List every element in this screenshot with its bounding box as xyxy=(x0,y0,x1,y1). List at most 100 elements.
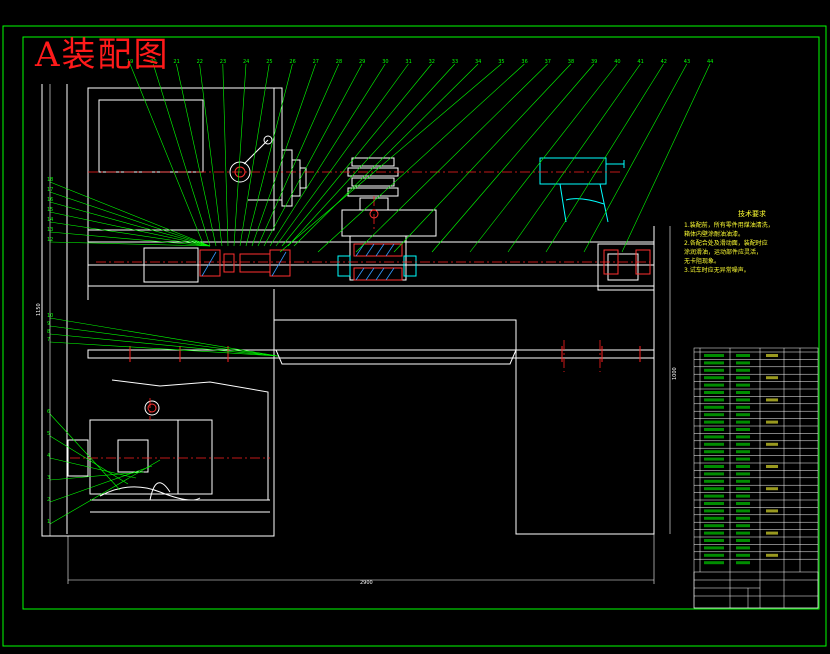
leader-line xyxy=(263,63,363,247)
dim-right-height: 1000 xyxy=(672,367,678,380)
table-cell-text xyxy=(736,405,750,409)
table-cell-text xyxy=(736,435,750,439)
leader-line xyxy=(49,317,279,357)
balloon-label: 39 xyxy=(591,59,597,65)
table-cell-text xyxy=(704,516,724,520)
table-cell-text xyxy=(704,361,724,365)
leader-line xyxy=(49,333,279,357)
table-cell-text xyxy=(704,383,724,387)
inner-frame xyxy=(22,36,820,610)
balloon-label: 22 xyxy=(197,59,203,65)
leader-line xyxy=(251,63,316,247)
leader-line xyxy=(49,231,211,247)
table-cell-text xyxy=(736,465,750,468)
leader-line xyxy=(469,63,618,253)
leader-line xyxy=(129,63,205,247)
leader-line xyxy=(507,63,641,253)
table-cell-text xyxy=(736,516,750,520)
balloon-label: 36 xyxy=(521,59,527,65)
table-cell-text xyxy=(704,553,724,557)
table-cell-text xyxy=(736,479,750,483)
table-cell-text xyxy=(766,376,778,380)
table-cell-text xyxy=(704,435,724,439)
leader-line xyxy=(275,63,409,247)
leader-line xyxy=(293,63,479,247)
dim-overall-width: 2900 xyxy=(360,580,373,586)
table-cell-text xyxy=(704,531,724,535)
balloon-label: 42 xyxy=(661,59,667,65)
table-cell-text xyxy=(704,479,724,483)
leader-line xyxy=(49,457,137,479)
table-cell-text xyxy=(704,428,724,431)
hidden-lines xyxy=(337,157,625,277)
table-cell-text xyxy=(766,420,778,424)
balloon-label: 32 xyxy=(429,59,435,65)
table-cell-text xyxy=(736,531,750,535)
dimension-lines xyxy=(49,84,671,584)
technical-notes: 技术要求 1.装配前，所有零件用煤油清洗， 箱体内壁涂耐油油漆。 2.各配合处及… xyxy=(684,210,820,275)
balloon-label: 24 xyxy=(243,59,249,65)
table-cell-text xyxy=(704,354,724,357)
table-cell-text xyxy=(736,524,750,528)
table-cell-text xyxy=(704,413,724,417)
leader-line xyxy=(222,63,229,247)
balloon-label: 29 xyxy=(359,59,365,65)
balloon-label: 1 xyxy=(47,519,50,525)
leader-line xyxy=(49,341,279,357)
table-cell-text xyxy=(704,561,724,565)
table-cell-text xyxy=(736,553,750,557)
leader-line xyxy=(257,63,340,247)
balloon-label: 6 xyxy=(47,409,50,415)
table-cell-text xyxy=(736,502,750,505)
table-cell-text xyxy=(766,398,778,402)
table-cell-text xyxy=(736,428,750,431)
table-cell-text xyxy=(736,413,750,417)
balloon-label: 26 xyxy=(289,59,295,65)
balloon-label: 5 xyxy=(47,431,50,437)
section-parts xyxy=(147,166,651,413)
leader-line xyxy=(49,465,153,503)
leader-line xyxy=(393,63,572,253)
leader-line xyxy=(269,63,386,247)
leader-line xyxy=(49,211,211,247)
leader-line xyxy=(199,63,223,247)
table-cell-text xyxy=(704,494,724,498)
balloon-label: 33 xyxy=(452,59,458,65)
table-cell-text xyxy=(736,457,750,461)
leader-line xyxy=(176,63,217,247)
technical-notes-heading: 技术要求 xyxy=(738,210,766,218)
leader-line xyxy=(49,435,129,485)
leader-line xyxy=(583,63,688,253)
table-cell-text xyxy=(704,405,724,409)
balloon-label: 27 xyxy=(313,59,319,65)
table-cell-text xyxy=(704,368,724,372)
table-cell-text xyxy=(736,539,750,542)
table-cell-text xyxy=(736,354,750,357)
technical-note-line: 1.装配前，所有零件用煤油清洗， xyxy=(684,222,774,229)
title-block xyxy=(693,571,819,609)
table-cell-text xyxy=(704,502,724,505)
balloon-label: 44 xyxy=(707,59,713,65)
leader-line xyxy=(287,63,456,247)
table-cell-text xyxy=(766,442,778,446)
leader-line xyxy=(49,471,145,481)
balloon-label: 41 xyxy=(637,59,643,65)
leader-line xyxy=(245,63,293,247)
balloon-label: 4 xyxy=(47,453,50,459)
leader-line xyxy=(545,63,664,253)
balloon-label: 25 xyxy=(266,59,272,65)
technical-note-line: 3.试车时应无异常噪声。 xyxy=(684,267,750,274)
balloon-label: 40 xyxy=(614,59,620,65)
leader-line xyxy=(239,63,270,247)
leader-line xyxy=(317,63,525,253)
leader-line xyxy=(355,63,548,253)
section-hatching xyxy=(201,243,395,281)
table-cell-text xyxy=(704,509,724,513)
balloon-label: 19 xyxy=(127,59,133,65)
leader-line xyxy=(152,63,211,247)
leader-line xyxy=(49,325,279,357)
table-cell-text xyxy=(736,376,750,380)
table-cell-text xyxy=(704,546,724,550)
table-cell-text xyxy=(704,465,724,468)
